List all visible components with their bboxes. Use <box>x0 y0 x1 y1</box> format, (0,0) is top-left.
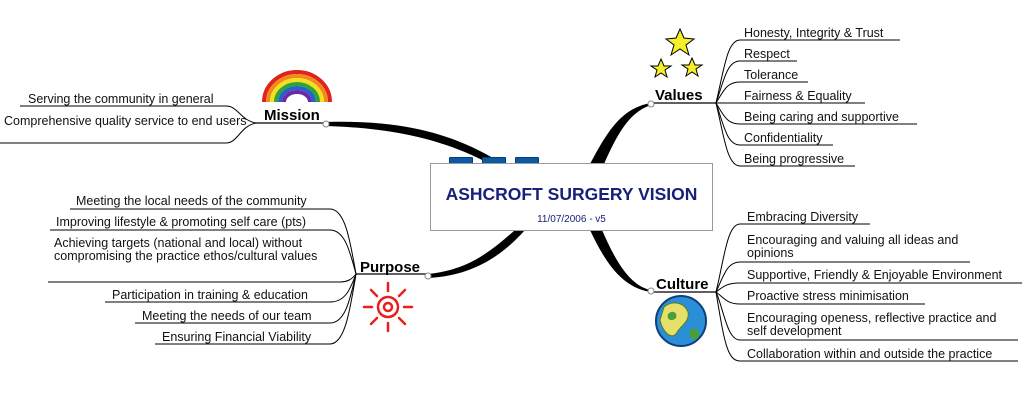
mission-node[interactable]: Mission <box>264 107 320 124</box>
culture-item[interactable]: Encouraging and valuing all ideas and op… <box>747 233 959 260</box>
values-item[interactable]: Honesty, Integrity & Trust <box>744 26 884 40</box>
culture-item[interactable]: Embracing Diversity <box>747 210 859 224</box>
culture-node[interactable]: Culture <box>656 276 709 293</box>
values-branch <box>590 103 651 164</box>
mission-branch <box>326 121 500 164</box>
mission-item[interactable]: Comprehensive quality service to end use… <box>4 114 247 128</box>
values-item[interactable]: Fairness & Equality <box>744 89 852 103</box>
values-item[interactable]: Confidentiality <box>744 131 823 145</box>
purpose-node[interactable]: Purpose <box>360 259 421 276</box>
values-item[interactable]: Tolerance <box>744 68 799 82</box>
culture-item[interactable]: Supportive, Friendly & Enjoyable Environ… <box>747 268 1002 282</box>
purpose-item[interactable]: Improving lifestyle & promoting self car… <box>56 215 307 229</box>
globe-icon <box>655 295 707 347</box>
purpose-item[interactable]: Meeting the needs of our team <box>142 309 312 323</box>
purpose-item[interactable]: Ensuring Financial Viability <box>162 330 312 344</box>
values-item[interactable]: Being progressive <box>744 152 845 166</box>
purpose-item[interactable]: Meeting the local needs of the community <box>76 194 307 208</box>
sun-icon <box>362 281 414 333</box>
values-item[interactable]: Being caring and supportive <box>744 110 899 124</box>
stars-icon <box>649 27 704 79</box>
values-node[interactable]: Values <box>655 87 703 104</box>
purpose-item[interactable]: Participation in training & education <box>112 288 308 302</box>
rainbow-icon <box>262 70 332 103</box>
culture-item[interactable]: Encouraging openess, reflective practice… <box>747 311 997 338</box>
purpose-branch <box>428 230 525 278</box>
culture-item[interactable]: Collaboration within and outside the pra… <box>747 347 993 361</box>
central-topic[interactable]: ASHCROFT SURGERY VISION 11/07/2006 - v5 <box>430 163 713 231</box>
culture-item[interactable]: Proactive stress minimisation <box>747 289 909 303</box>
mission-item[interactable]: Serving the community in general <box>28 92 214 106</box>
central-topic-subtitle: 11/07/2006 - v5 <box>537 214 606 225</box>
central-topic-title: ASHCROFT SURGERY VISION <box>445 184 698 204</box>
purpose-item[interactable]: Achieving targets (national and local) w… <box>54 236 318 263</box>
culture-branch <box>590 230 651 292</box>
values-item[interactable]: Respect <box>744 47 790 61</box>
